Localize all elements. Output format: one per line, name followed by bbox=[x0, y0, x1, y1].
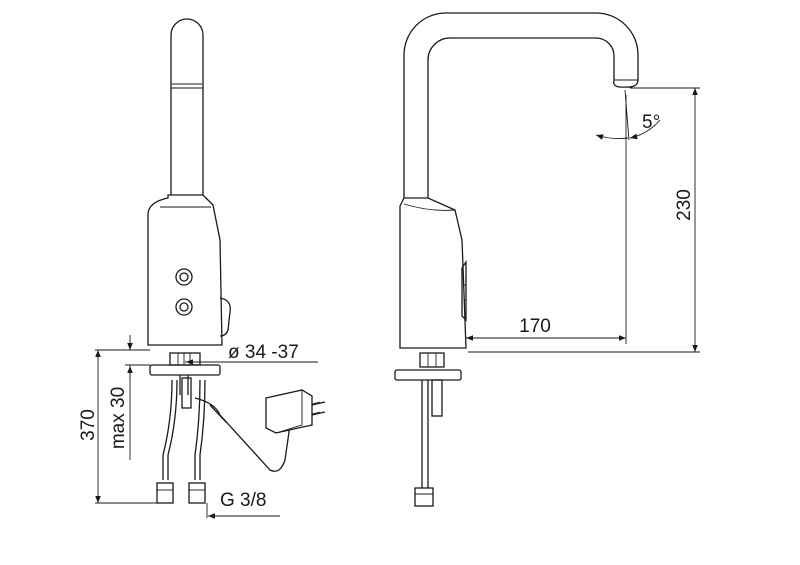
sensor-window-top bbox=[175, 268, 193, 286]
side-view bbox=[394, 12, 639, 507]
sensor-window-bottom bbox=[175, 298, 193, 316]
dim-spout-reach: 170 bbox=[519, 316, 551, 337]
front-dimensions: 370 max 30 ø 34 -37 G 3/8 bbox=[78, 335, 318, 519]
dim-spout-height: 230 bbox=[674, 189, 695, 221]
dim-hole-diameter: ø 34 -37 bbox=[228, 342, 299, 363]
dim-spout-angle: 5° bbox=[642, 112, 660, 133]
dim-counter-max: max 30 bbox=[108, 387, 129, 449]
front-view bbox=[147, 18, 326, 504]
dim-height-total: 370 bbox=[78, 409, 99, 441]
dim-connection-thread: G 3/8 bbox=[220, 490, 266, 511]
side-dimensions: 230 170 5° bbox=[466, 87, 700, 353]
power-adapter bbox=[265, 389, 326, 434]
